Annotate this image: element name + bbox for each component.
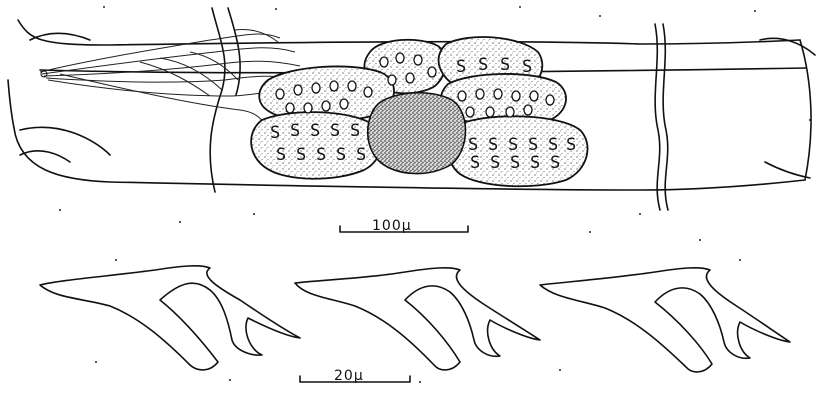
lobe-mark-s: S [510, 153, 520, 173]
lobe-mark-s: S [350, 121, 360, 141]
lobe-mark-o [304, 103, 312, 113]
lobe-mark-o [486, 107, 494, 117]
lobe-mark-s: S [276, 145, 286, 165]
lobe-mark-o [294, 85, 302, 95]
lobe-mark-s: S [356, 145, 366, 165]
lobe-mark-s: S [522, 57, 532, 77]
lobe-mark-s: S [468, 135, 478, 155]
lobe-mark-o [276, 89, 284, 99]
lobe-mark-s: S [330, 121, 340, 141]
lobe-mark-o [506, 107, 514, 117]
hook-shape-1 [40, 266, 300, 370]
lobe-mark-o [524, 105, 532, 115]
lobe-mark-s: S [530, 153, 540, 173]
lobe-mark-o [340, 99, 348, 109]
lobe-mark-s: S [296, 145, 306, 165]
scale-bar-20-label: 20μ [334, 368, 364, 384]
lobe-mark-o [428, 67, 436, 77]
lobe-mark-o [380, 57, 388, 67]
lobe-mark-s: S [290, 121, 300, 141]
dark-central-mass [368, 93, 466, 174]
lobe-mark-s: S [548, 135, 558, 155]
lobe-mark-o [286, 103, 294, 113]
lobe-mark-o [458, 91, 466, 101]
lobe-mark-o [388, 75, 396, 85]
hook-shape-3 [540, 268, 790, 372]
lobe-mark-s: S [456, 57, 466, 77]
lobe-mark-s: S [490, 153, 500, 173]
lobe-mark-o [322, 101, 330, 111]
lobe-mark-s: S [528, 135, 538, 155]
lobe-mark-o [494, 89, 502, 99]
lobe-mark-s: S [316, 145, 326, 165]
lobe-mark-s: S [550, 153, 560, 173]
lobe-mark-o [466, 107, 474, 117]
lobe-mark-o [396, 53, 404, 63]
lobe-mark-o [330, 81, 338, 91]
lobe-mark-o [364, 87, 372, 97]
lobe-mark-s: S [310, 121, 320, 141]
lobe-mark-s: S [270, 123, 280, 143]
lobe-mark-o [546, 95, 554, 105]
lobe-mark-s: S [488, 135, 498, 155]
hook-shape-2 [295, 268, 540, 370]
lobe-mark-o [312, 83, 320, 93]
lobe-mark-s: S [508, 135, 518, 155]
lobe-mark-o [348, 81, 356, 91]
scale-bar-20: 20μ [300, 368, 410, 384]
lobe-mark-o [406, 73, 414, 83]
scale-bar-100: 100μ [340, 218, 468, 234]
scale-bar-100-label: 100μ [372, 218, 412, 234]
lobe-mark-s: S [470, 153, 480, 173]
lobe-mark-o [414, 55, 422, 65]
lobe-mark-o [530, 91, 538, 101]
lobe-mark-o [476, 89, 484, 99]
lobe-mark-o [512, 91, 520, 101]
lobe-mark-s: S [566, 135, 576, 155]
lobe-mark-s: S [500, 55, 510, 75]
lobe-mark-s: S [478, 55, 488, 75]
lobe-mark-s: S [336, 145, 346, 165]
